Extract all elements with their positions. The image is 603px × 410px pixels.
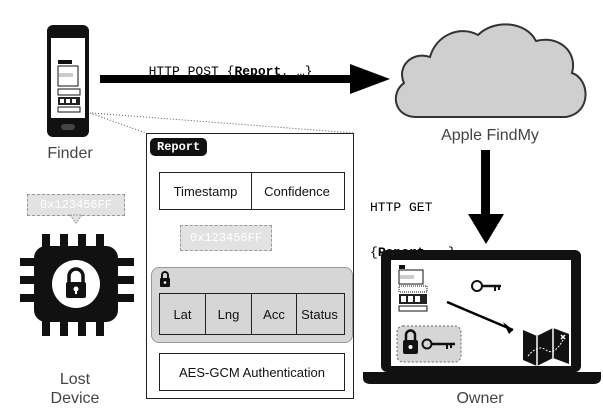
auth-cell: AES-GCM Authentication: [179, 364, 325, 380]
confidence-cell: Confidence: [264, 183, 330, 199]
owner-laptop-icon: [363, 250, 601, 384]
report-panel: [146, 133, 354, 399]
cloud-icon: [394, 23, 587, 118]
device-id-badge: 0x123456FF: [27, 194, 125, 216]
finder-phone-icon: [47, 25, 89, 137]
owner-label: Owner: [456, 390, 504, 407]
status-cell: Status: [301, 306, 338, 322]
acc-cell: Acc: [252, 294, 297, 334]
encrypted-fields-row: Lat Lng Acc Status: [159, 293, 345, 335]
lock-icon: [160, 271, 170, 287]
report-header-row: Timestamp Confidence: [159, 172, 345, 210]
http-get-line1: HTTP GET: [370, 200, 433, 215]
lost-label-line2: Device: [50, 390, 100, 407]
get-arrow-icon: [468, 150, 504, 244]
cloud-label: Apple FindMy: [441, 127, 539, 144]
lost-device-label: Lost Device: [30, 370, 120, 408]
post-arrow-icon: [100, 64, 390, 94]
http-get-prefix: {: [370, 245, 378, 260]
auth-row: AES-GCM Authentication: [159, 353, 345, 391]
report-id-badge: 0x123456FF: [180, 225, 272, 251]
lost-label-line1: Lost: [59, 371, 91, 388]
finder-label: Finder: [47, 145, 93, 162]
lat-cell: Lat: [160, 294, 206, 334]
device-id-pointer: [69, 214, 83, 224]
lng-cell: Lng: [206, 294, 252, 334]
report-tag: Report: [150, 138, 208, 156]
chip-icon: [20, 234, 134, 336]
timestamp-cell: Timestamp: [160, 173, 252, 209]
